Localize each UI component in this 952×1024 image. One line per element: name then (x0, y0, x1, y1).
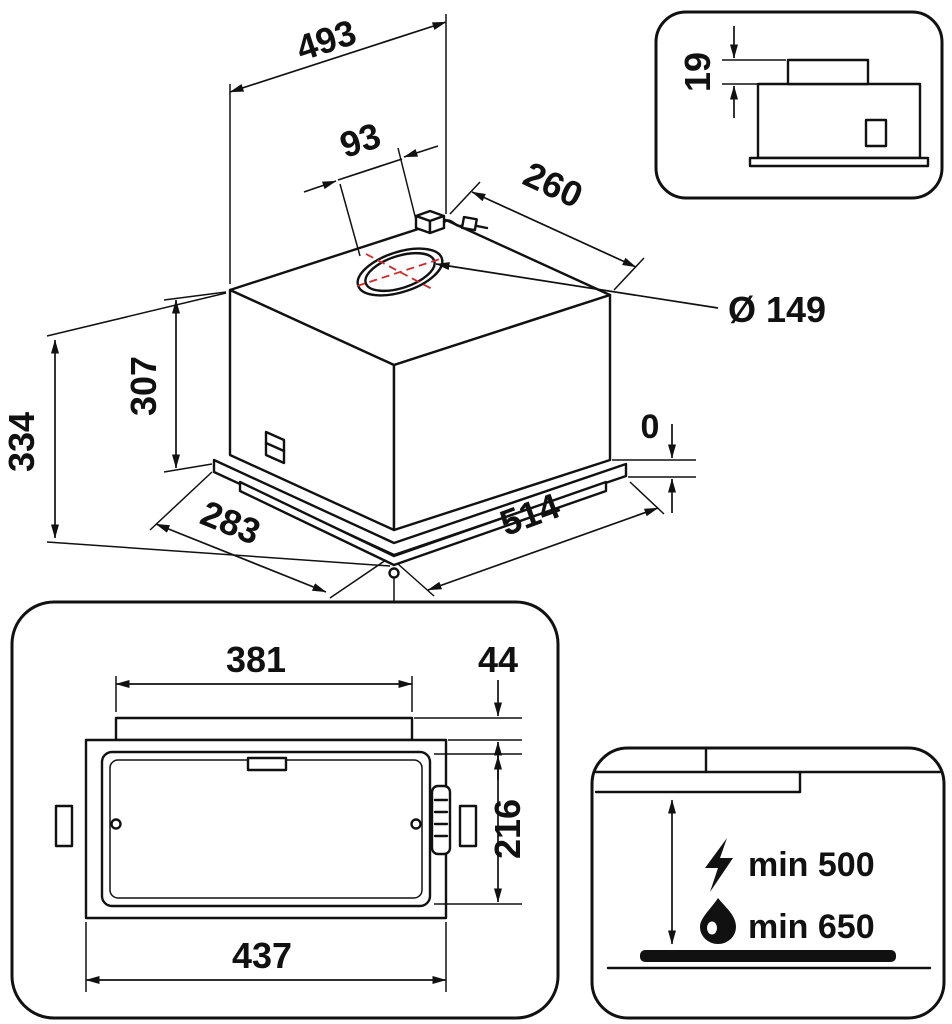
dim-label-vent-width: 381 (226, 639, 286, 680)
mount-tab-left (54, 804, 74, 848)
dim-panel-height: 216 (434, 753, 528, 905)
dim-line (229, 21, 447, 93)
dim-duct-diameter: Ø 149 (435, 262, 826, 330)
dim-label-collar-height: 19 (677, 52, 718, 92)
front-view-panel: 381 44 216 437 (10, 600, 560, 1020)
dim-label-top-offset: 44 (478, 639, 518, 680)
dim-zero-gap: 0 (612, 408, 696, 513)
isometric-view: 493 93 260 Ø 149 307 (1, 11, 826, 602)
ext-line (339, 183, 361, 257)
cable-end (475, 224, 489, 230)
side-junction-box (864, 118, 888, 148)
hood-side-face (392, 293, 612, 532)
dim-arrow (403, 145, 439, 158)
switch-divider (264, 441, 286, 453)
dim-top-offset: 44 (414, 639, 522, 780)
clearance-panel: min 500 min 650 (590, 746, 946, 1020)
dim-label-duct-offset: 93 (335, 114, 386, 165)
clearance-drawing (594, 748, 942, 970)
dim-label-zero-gap: 0 (641, 408, 660, 446)
dim-label-panel-height: 216 (487, 799, 528, 859)
gas-clearance: min 650 (700, 898, 875, 946)
lightning-icon (705, 838, 733, 892)
ext-line (449, 181, 481, 215)
dim-label-duct-diameter: Ø 149 (728, 289, 826, 330)
ext-line (629, 481, 665, 515)
ext-line (46, 292, 227, 337)
dim-label-total-height: 334 (1, 412, 42, 472)
side-slot-bracket (430, 784, 452, 856)
duct-centerline-1 (356, 257, 444, 287)
leader-line (435, 262, 719, 309)
ext-line (329, 559, 387, 599)
side-body (756, 82, 922, 160)
dim-label-body-height: 307 (123, 356, 164, 416)
electric-clearance-label: min 500 (748, 846, 875, 884)
dim-line (155, 523, 327, 593)
base-plate-lower (238, 480, 608, 567)
electric-clearance: min 500 (705, 838, 875, 892)
junction-box-side (428, 214, 446, 235)
duct-collar (356, 247, 444, 297)
side-base-flange (748, 156, 930, 168)
screw-left (110, 818, 122, 830)
mount-tab-right (458, 804, 478, 848)
dim-outer-width: 437 (85, 922, 447, 992)
ext-line (46, 541, 391, 567)
top-vent-strip (114, 716, 414, 742)
dim-line (337, 158, 403, 181)
dim-vent-width: 381 (115, 639, 413, 712)
screw-right (410, 818, 422, 830)
hood-base-plates (212, 458, 628, 567)
control-window (246, 756, 288, 772)
power-switch (264, 430, 286, 465)
dim-arrow (303, 180, 337, 193)
junction-box (414, 209, 489, 235)
side-view-drawing (748, 58, 930, 168)
base-plate-upper (212, 458, 628, 557)
dim-body-height: 307 (123, 291, 227, 473)
ext-line (397, 563, 435, 597)
ext-line (163, 463, 213, 473)
ext-line (163, 291, 227, 301)
dim-label-top-depth: 260 (517, 153, 589, 216)
filter-panel (100, 750, 432, 908)
dim-line (471, 191, 637, 268)
dim-label-top-width: 493 (291, 11, 361, 69)
gas-flame-inner (707, 921, 717, 935)
gas-clearance-label: min 650 (748, 908, 875, 946)
ext-line (149, 471, 213, 531)
front-view-drawing (54, 716, 478, 920)
dim-label-outer-width: 437 (232, 935, 292, 976)
dim-total-height: 334 (1, 292, 391, 567)
ext-line (613, 257, 645, 291)
side-duct-collar (786, 58, 870, 86)
cable-plug (460, 215, 478, 232)
dim-collar-height: 19 (677, 26, 786, 118)
detail-marker (388, 567, 400, 579)
side-view-panel: 19 (654, 10, 944, 200)
cooktop (640, 950, 896, 962)
dim-line (427, 507, 659, 591)
